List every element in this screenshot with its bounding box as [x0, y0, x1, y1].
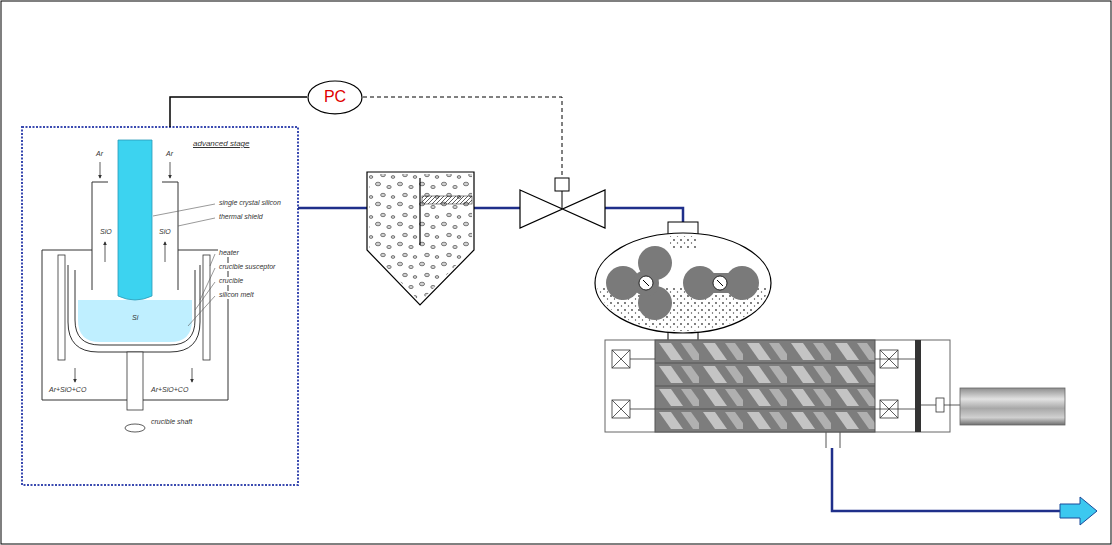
puller-panel — [22, 127, 298, 485]
leader-line — [188, 296, 215, 326]
bearing-symbol — [612, 400, 630, 418]
exhaust-arrow — [1060, 497, 1097, 525]
part-label: crucible susceptor — [218, 263, 276, 271]
drive-motor — [960, 388, 1065, 425]
gear-plate — [915, 340, 921, 432]
process-pipe — [605, 208, 683, 222]
control-signal-line — [363, 97, 562, 178]
heater-element — [203, 255, 210, 360]
gas-arrow — [75, 368, 76, 382]
shaft-line — [630, 359, 655, 360]
gas-label: SiO — [158, 228, 172, 236]
bearing-symbol — [612, 400, 630, 418]
rotor-hub — [639, 276, 653, 290]
gas-label: Ar+SiO+CO — [150, 386, 189, 394]
gas-label: SiO — [99, 228, 113, 236]
gas-arrow — [170, 162, 171, 178]
screw-rotor — [655, 340, 875, 432]
part-label: single crystal silicon — [218, 199, 282, 207]
screw-pump-casing — [605, 340, 950, 432]
gas-arrow — [192, 368, 193, 382]
roots-pump — [595, 222, 771, 342]
rotor-divider — [655, 386, 875, 387]
stage-title: advanced stage — [192, 140, 251, 149]
part-label: thermal shield — [218, 213, 264, 221]
shaft-line — [875, 409, 915, 410]
leader-line — [210, 254, 215, 266]
leader-line — [153, 204, 215, 216]
element-label: Si — [131, 314, 139, 322]
filter-vessel — [367, 172, 474, 305]
controller-outline — [308, 81, 362, 114]
pump-rotor — [633, 270, 659, 296]
valve-body — [520, 190, 605, 228]
rotor-key — [643, 280, 649, 286]
rotor-key — [717, 280, 723, 286]
process-pipe — [474, 207, 520, 210]
pressure-tap-line — [170, 97, 307, 127]
part-label: crucible — [218, 277, 244, 285]
crystal-puller — [22, 127, 298, 485]
single-crystal — [118, 140, 152, 300]
rotor-divider — [655, 409, 875, 410]
gas-arrow — [105, 242, 106, 262]
pump-gas — [670, 236, 696, 248]
outlet-flange — [826, 432, 827, 448]
bearing-symbol — [612, 350, 630, 368]
controller-bubble: PC — [307, 80, 363, 115]
crucible-shaft — [127, 352, 143, 410]
rotation-mark — [125, 424, 145, 432]
rotor-divider — [655, 363, 875, 409]
pump-rotor — [606, 246, 759, 320]
screw-pump — [605, 340, 960, 448]
pump-housing — [595, 233, 771, 333]
part-label: silicon melt — [218, 291, 255, 299]
gas-label: Ar — [165, 150, 174, 158]
part-label: crucible shaft — [150, 418, 193, 426]
bearing-symbol — [612, 350, 898, 418]
leader-line — [153, 204, 215, 326]
gas-label: Ar+SiO+CO — [48, 386, 87, 394]
part-label: heater — [218, 249, 240, 257]
process-pipe — [298, 207, 367, 210]
instrument-tag: PC — [324, 88, 346, 106]
pump-rotor — [700, 273, 742, 293]
valve-actuator — [555, 178, 569, 191]
gas-arrow — [165, 242, 166, 262]
gas-label: Ar — [95, 150, 104, 158]
leader-line — [178, 218, 215, 226]
filter-particles — [369, 174, 472, 302]
leader-line — [195, 282, 215, 310]
filter-baffle — [419, 178, 420, 245]
outlet-flange — [840, 432, 841, 448]
rotor-divider — [655, 363, 875, 364]
filter-mesh — [422, 196, 472, 204]
bearing-symbol — [612, 350, 630, 368]
heater-element — [58, 255, 65, 360]
silicon-melt — [78, 300, 192, 342]
shaft-line — [630, 409, 655, 410]
coupling — [936, 398, 944, 412]
shaft-line — [630, 359, 960, 409]
leader-line — [200, 268, 215, 300]
rotor-hub — [713, 276, 727, 290]
valve-stem — [562, 191, 563, 209]
control-valve — [520, 178, 605, 228]
shaft-line — [875, 359, 915, 360]
gas-arrow — [100, 162, 101, 178]
dust-filter — [367, 172, 474, 305]
process-pipe — [832, 448, 1060, 511]
pump-gas — [597, 286, 769, 331]
